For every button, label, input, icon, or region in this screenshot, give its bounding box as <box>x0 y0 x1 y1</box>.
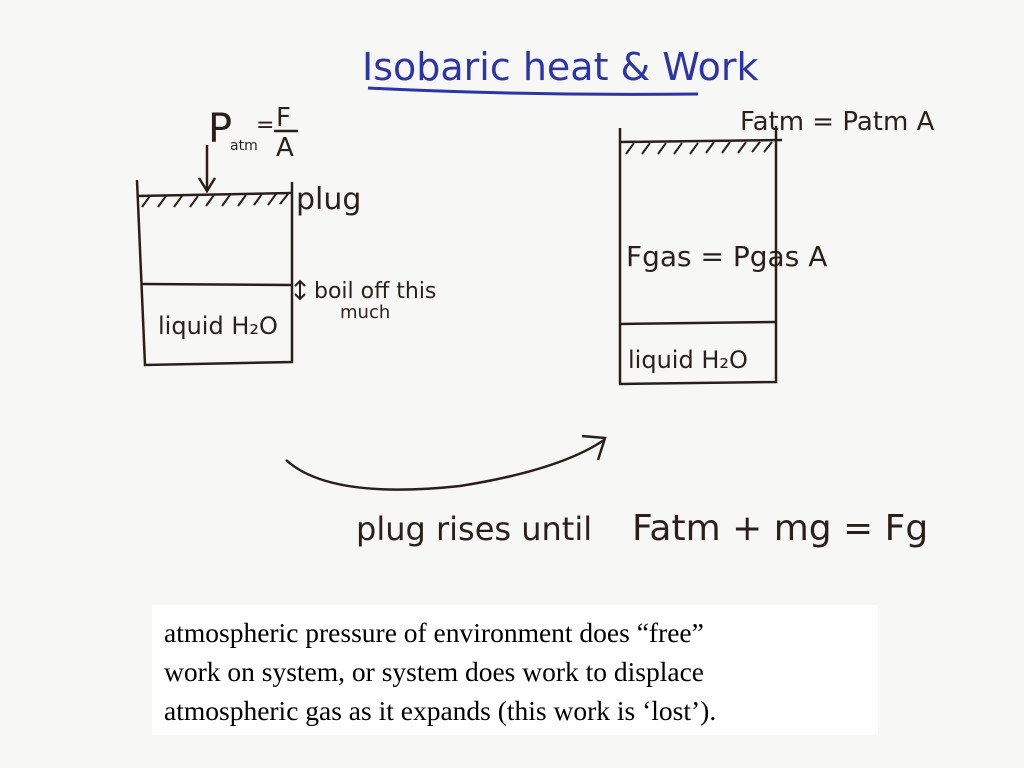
transition-arrow <box>285 438 605 491</box>
fraction-numerator: F <box>276 103 291 133</box>
left-container-walls <box>135 179 294 367</box>
left-container <box>135 145 306 367</box>
boil-off-bracket <box>294 279 306 301</box>
left-liquid-surface <box>141 282 293 287</box>
pressure-arrow-head <box>197 177 217 194</box>
fraction-denominator: A <box>276 133 294 163</box>
right-top-equation: Fatm = Patm A <box>740 107 935 137</box>
title-underline <box>367 86 699 96</box>
condition-prefix: plug rises until <box>356 510 592 548</box>
right-plug-line <box>619 138 783 144</box>
right-container-walls <box>618 126 778 386</box>
right-liquid-label: liquid H₂O <box>628 346 748 374</box>
pressure-symbol: P <box>208 106 232 152</box>
boil-note-line2: much <box>340 302 390 323</box>
caption-line-3: atmospheric gas as it expands (this work… <box>164 695 717 726</box>
right-container <box>618 126 783 386</box>
caption-line-1: atmospheric pressure of environment does… <box>164 617 704 648</box>
caption-line-2: work on system, or system does work to d… <box>164 656 704 687</box>
right-liquid-surface <box>619 320 777 326</box>
pressure-equals: = <box>256 113 274 138</box>
transition-arrow-head <box>581 434 607 461</box>
plug-label: plug <box>296 182 361 217</box>
right-plug-hatching <box>625 141 773 155</box>
boil-note-line1: boil off this <box>314 279 436 304</box>
slide-title: Isobaric heat & Work <box>362 45 758 89</box>
caption-box: atmospheric pressure of environment does… <box>152 605 878 735</box>
left-liquid-label: liquid H₂O <box>158 312 278 340</box>
gas-equation: Fgas = Pgas A <box>626 240 827 273</box>
left-plug-hatching <box>141 193 289 208</box>
left-plug-line <box>136 191 293 198</box>
pressure-subscript: atm <box>230 138 258 154</box>
condition-equation: Fatm + mg = Fg <box>632 508 928 549</box>
